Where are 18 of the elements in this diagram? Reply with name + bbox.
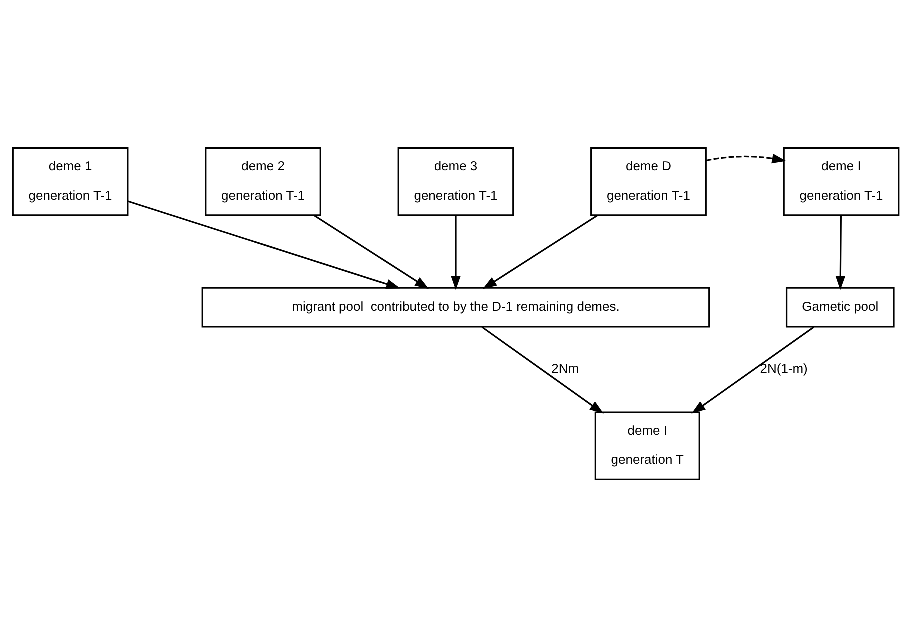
edge-label: 2Nm <box>552 360 580 376</box>
arrow <box>692 326 814 414</box>
arrow <box>314 214 430 289</box>
arrow <box>451 215 461 290</box>
arrow <box>836 215 846 290</box>
node-box: deme 3 generation T-1 <box>398 147 514 216</box>
arrow <box>482 326 604 414</box>
node-box: deme 1 generation T-1 <box>12 147 129 216</box>
arrow <box>482 214 598 289</box>
arrow <box>706 153 786 164</box>
node-box: deme 2 generation T-1 <box>205 147 322 216</box>
node-box: migrant pool contributed to by the D-1 remaining demes. <box>202 286 710 328</box>
arrow <box>128 200 401 289</box>
edge-label: 2N(1-m) <box>760 360 808 376</box>
node-box: deme I generation T <box>594 411 700 480</box>
node-box: Gametic pool <box>786 286 895 328</box>
node-box: deme I generation T-1 <box>783 147 900 216</box>
node-box: deme D generation T-1 <box>590 147 707 216</box>
